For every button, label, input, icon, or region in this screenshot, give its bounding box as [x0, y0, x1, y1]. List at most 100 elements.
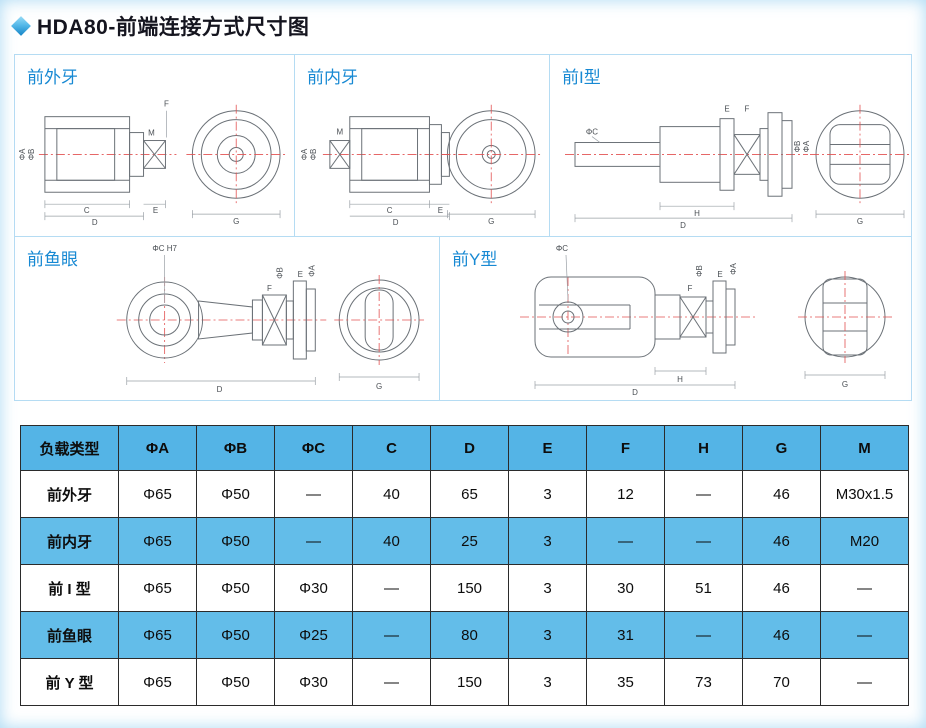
table-cell: — — [664, 611, 743, 659]
drawing-panel-front-i-type: 前I型 ΦC E F — [550, 55, 911, 237]
table-cell: 3 — [508, 611, 587, 659]
front-internal-thread-drawing: ΦA ΦB M C D E G — [300, 104, 542, 227]
table-row: 前外牙 Φ65 Φ50 — 40 65 3 12 — 46 M30x1.5 — [20, 470, 909, 518]
table-header-row: 负载类型 ΦA ΦB ΦC C D E F H G M — [20, 425, 909, 471]
dim-label: C — [387, 206, 393, 215]
table-header-cell: E — [508, 425, 587, 471]
panel-label: 前Y型 — [452, 250, 498, 269]
table-header-cell: M — [820, 425, 909, 471]
table-cell: 150 — [430, 658, 509, 706]
front-external-thread-drawing: ΦA ΦB F M C D E G — [18, 100, 287, 227]
table-cell: Φ65 — [118, 611, 197, 659]
dim-label: ΦB — [309, 149, 318, 161]
table-cell: 3 — [508, 564, 587, 612]
dim-label: D — [92, 218, 98, 227]
dim-label: F — [164, 100, 169, 109]
table-cell: 40 — [352, 470, 431, 518]
table-cell: — — [352, 564, 431, 612]
table-header-cell: ΦA — [118, 425, 197, 471]
dim-label: E — [717, 270, 722, 279]
panel-label: 前外牙 — [27, 68, 78, 87]
diamond-icon — [11, 16, 31, 36]
table-cell: 73 — [664, 658, 743, 706]
table-row: 前 I 型 Φ65 Φ50 Φ30 — 150 3 30 51 46 — — [20, 564, 909, 612]
dim-label: ΦA — [18, 148, 27, 160]
dim-label: M — [337, 128, 344, 137]
dimension-table: 负载类型 ΦA ΦB ΦC C D E F H G M 前外牙 Φ65 Φ50 … — [20, 425, 909, 706]
table-cell: 46 — [742, 564, 821, 612]
table-cell: 150 — [430, 564, 509, 612]
table-cell: Φ30 — [274, 564, 353, 612]
table-cell: 40 — [352, 517, 431, 565]
table-cell: 70 — [742, 658, 821, 706]
dim-label: ΦC H7 — [152, 244, 177, 253]
table-cell: Φ50 — [196, 517, 275, 565]
table-cell: 12 — [586, 470, 665, 518]
dim-label: C — [84, 206, 90, 215]
dim-label: D — [680, 221, 686, 230]
dim-label: G — [857, 217, 863, 226]
table-cell: 51 — [664, 564, 743, 612]
dim-label: ΦB — [275, 267, 284, 279]
table-header-cell: H — [664, 425, 743, 471]
table-cell: Φ30 — [274, 658, 353, 706]
panel-label: 前I型 — [562, 68, 601, 87]
dim-label: E — [153, 206, 158, 215]
table-cell: 46 — [742, 611, 821, 659]
table-cell: 前 Y 型 — [20, 658, 119, 706]
table-cell: 25 — [430, 517, 509, 565]
table-cell: 46 — [742, 470, 821, 518]
table-cell: 31 — [586, 611, 665, 659]
table-cell: — — [274, 517, 353, 565]
table-cell: — — [664, 517, 743, 565]
drawing-row-bottom: 前鱼眼 ΦC H7 ΦB ΦA — [15, 237, 911, 400]
dim-label: H — [694, 209, 700, 218]
table-cell: 65 — [430, 470, 509, 518]
table-cell: — — [664, 470, 743, 518]
table-cell: Φ25 — [274, 611, 353, 659]
table-header-cell: ΦB — [196, 425, 275, 471]
table-header-cell: C — [352, 425, 431, 471]
table-cell: Φ65 — [118, 517, 197, 565]
table-cell: Φ50 — [196, 611, 275, 659]
table-cell: 3 — [508, 658, 587, 706]
table-cell: Φ65 — [118, 564, 197, 612]
drawing-panels-container: 前外牙 ΦA ΦB — [14, 54, 912, 401]
table-cell: — — [820, 658, 909, 706]
table-row: 前 Y 型 Φ65 Φ50 Φ30 — 150 3 35 73 70 — — [20, 658, 909, 706]
table-header-cell: 负载类型 — [20, 425, 119, 471]
table-cell: Φ50 — [196, 470, 275, 518]
dim-label: ΦA — [802, 140, 811, 152]
page-title: HDA80-前端连接方式尺寸图 — [37, 16, 310, 39]
dim-label: ΦC — [586, 128, 598, 137]
dim-label: F — [688, 284, 693, 293]
table-cell: — — [274, 470, 353, 518]
front-fisheye-drawing: ΦC H7 ΦB ΦA F E D G — [116, 244, 425, 394]
table-header-cell: F — [586, 425, 665, 471]
table-cell: Φ50 — [196, 658, 275, 706]
table-cell: — — [586, 517, 665, 565]
panel-label: 前内牙 — [307, 68, 358, 87]
dim-label: D — [632, 388, 638, 397]
front-i-type-drawing: ΦC E F ΦB ΦA H D G — [565, 105, 910, 230]
dim-label: ΦA — [729, 262, 738, 274]
table-cell: M30x1.5 — [820, 470, 909, 518]
table-cell: 3 — [508, 470, 587, 518]
dim-label: E — [438, 206, 443, 215]
table-cell: Φ50 — [196, 564, 275, 612]
table-cell: 30 — [586, 564, 665, 612]
table-cell: 前鱼眼 — [20, 611, 119, 659]
dim-label: D — [393, 218, 399, 227]
dim-label: E — [298, 270, 303, 279]
dim-label: H — [677, 375, 683, 384]
table-cell: 46 — [742, 517, 821, 565]
dim-label: D — [217, 385, 223, 394]
table-row: 前内牙 Φ65 Φ50 — 40 25 3 — — 46 M20 — [20, 517, 909, 565]
front-y-type-drawing: ΦC ΦB ΦA F E H D G — [520, 244, 892, 397]
table-cell: 3 — [508, 517, 587, 565]
dim-label: ΦA — [300, 148, 309, 160]
table-header-cell: G — [742, 425, 821, 471]
dim-label: G — [488, 217, 494, 226]
dim-label: ΦA — [307, 264, 316, 276]
dim-label: G — [376, 382, 382, 391]
